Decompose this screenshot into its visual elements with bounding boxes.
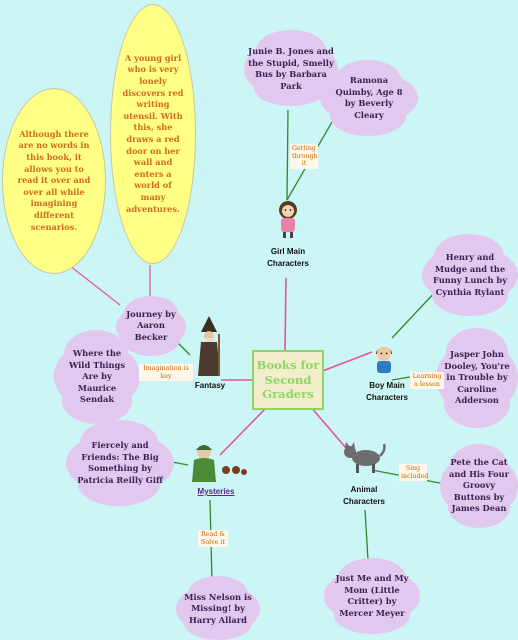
line-center-animal bbox=[309, 405, 353, 456]
wizard-icon bbox=[196, 316, 222, 378]
note-journey: A young girl who is very lonely discover… bbox=[110, 4, 196, 264]
line-boy-henry bbox=[391, 289, 438, 339]
note-wild-things: Although there are no words in this book… bbox=[2, 88, 106, 274]
line-journey-wildnote bbox=[64, 261, 121, 306]
cat-icon bbox=[340, 440, 386, 476]
book-jasper-john-dooley[interactable]: Jasper John Dooley, You're in Trouble by… bbox=[436, 328, 518, 428]
category-boy-main-characters[interactable]: Boy Main Characters bbox=[366, 381, 408, 402]
link-label-imagination: Imagination is key bbox=[139, 364, 193, 382]
central-topic[interactable]: Books for Second Graders bbox=[252, 350, 324, 410]
link-label-learning-lesson: Learning a lesson bbox=[410, 372, 444, 390]
book-just-me-and-my-mom[interactable]: Just Me and My Mom (Little Critter) by M… bbox=[324, 558, 420, 634]
detective-icon bbox=[190, 442, 248, 484]
book-junie-b-jones[interactable]: Junie B. Jones and the Stupid, Smelly Bu… bbox=[244, 30, 338, 106]
book-where-the-wild-things-are[interactable]: Where the Wild Things Are by Maurice Sen… bbox=[54, 330, 140, 424]
book-henry-and-mudge[interactable]: Henry and Mudge and the Funny Lunch by C… bbox=[422, 234, 518, 316]
link-label-sing-included: Sing included bbox=[399, 464, 429, 482]
book-miss-nelson[interactable]: Miss Nelson is Missing! by Harry Allard bbox=[176, 576, 260, 640]
line-center-girl bbox=[284, 277, 287, 351]
girl-icon bbox=[274, 200, 302, 238]
book-ramona-quimby[interactable]: Ramona Quimby, Age 8 by Beverly Cleary bbox=[320, 60, 418, 136]
category-mysteries[interactable]: Mysteries bbox=[197, 487, 235, 496]
book-pete-the-cat[interactable]: Pete the Cat and His Four Groovy Buttons… bbox=[440, 444, 518, 528]
category-animal-characters[interactable]: Animal Characters bbox=[343, 485, 385, 506]
boy-icon bbox=[372, 342, 396, 376]
book-journey[interactable]: Journey by Aaron Becker bbox=[116, 296, 186, 356]
line-animal-justme bbox=[364, 509, 369, 561]
category-fantasy[interactable]: Fantasy bbox=[194, 381, 226, 390]
line-girl-junie bbox=[286, 109, 289, 201]
category-girl-main-characters[interactable]: Girl Main Characters bbox=[267, 247, 309, 268]
line-mysteries-fiercely bbox=[171, 461, 189, 466]
line-center-mysteries bbox=[219, 405, 269, 456]
line-center-boy bbox=[319, 351, 373, 373]
link-label-getting-through: Getting through it bbox=[290, 144, 318, 169]
link-label-read-solve: Read & Solve it bbox=[198, 530, 228, 548]
book-fiercely-and-friends[interactable]: Fiercely and Friends: The Big Something … bbox=[66, 420, 174, 506]
